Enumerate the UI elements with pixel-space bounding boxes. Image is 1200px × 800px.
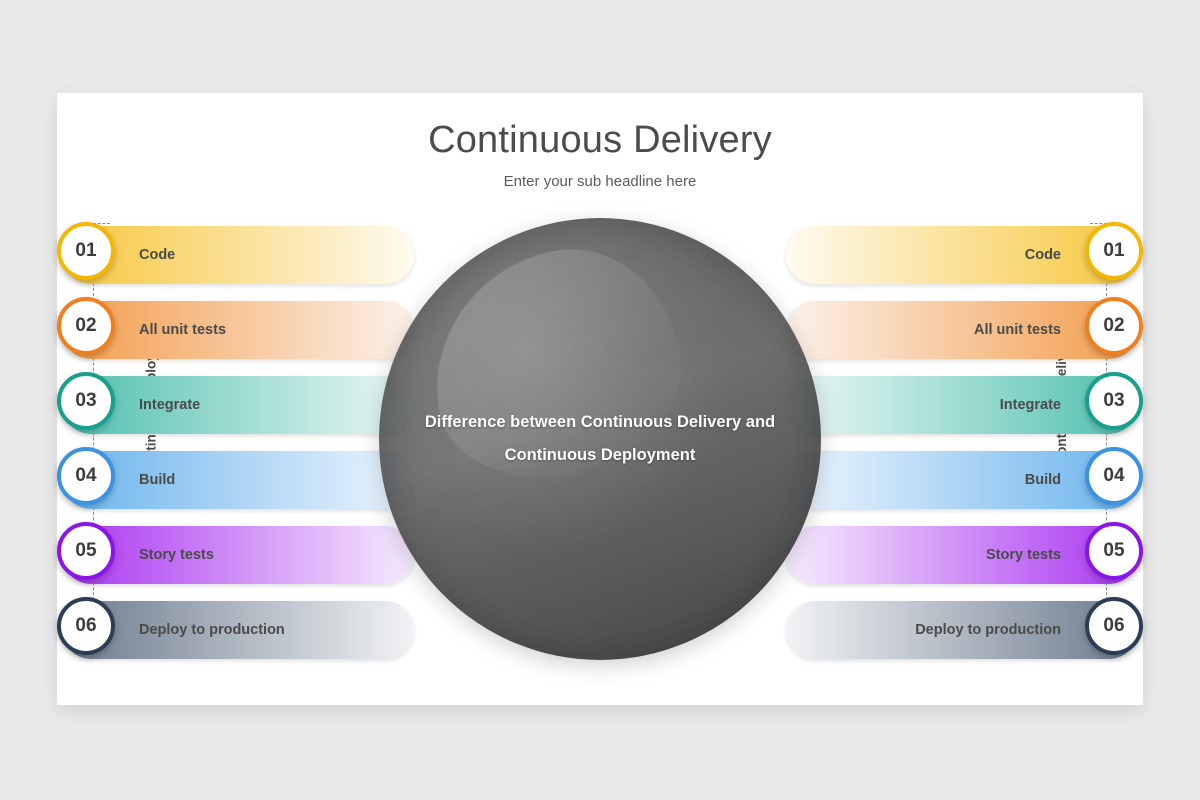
step-number-badge-right-04[interactable]: 04 (1085, 447, 1143, 505)
step-label-right-04: Build (1024, 472, 1061, 488)
step-row-left-04[interactable]: Build 04 (57, 447, 1143, 509)
step-number-badge-right-02[interactable]: 02 (1085, 297, 1143, 355)
page-subtitle: Enter your sub headline here (503, 173, 697, 190)
step-bar-right-06 (786, 601, 1138, 659)
step-number-badge-right-05[interactable]: 05 (1085, 522, 1143, 580)
step-number-badge-left-03[interactable]: 03 (57, 372, 115, 430)
step-bar-left-03 (62, 376, 414, 434)
step-label-left-06: Deploy to production (139, 622, 285, 638)
step-row-left-05[interactable]: Story tests 05 (57, 522, 1143, 584)
continuous-delivery-diagram: Continuous Deployment Continuous Deliver… (57, 93, 1143, 705)
step-row-right-04[interactable]: Build 04 (57, 447, 1143, 509)
step-row-left-06[interactable]: Deploy to production 06 (57, 597, 1143, 659)
step-bar-left-05 (62, 526, 414, 584)
step-number-badge-left-01[interactable]: 01 (57, 222, 115, 280)
step-label-left-03: Integrate (139, 397, 201, 413)
page-title: Continuous Delivery (428, 119, 772, 161)
step-label-right-05: Story tests (986, 547, 1061, 563)
step-row-right-06[interactable]: Deploy to production 06 (57, 597, 1143, 659)
step-label-left-05: Story tests (139, 547, 214, 563)
step-bar-right-05 (786, 526, 1138, 584)
step-bar-right-03 (786, 376, 1138, 434)
step-row-left-02[interactable]: All unit tests 02 (57, 297, 1143, 359)
step-row-left-01[interactable]: Code 01 (57, 222, 1143, 284)
step-row-left-03[interactable]: Integrate 03 (57, 372, 1143, 434)
slide-card: Continuous Delivery Enter your sub headl… (57, 93, 1143, 705)
step-number-badge-right-06[interactable]: 06 (1085, 597, 1143, 655)
step-bar-right-04 (786, 451, 1138, 509)
step-bar-right-01 (786, 226, 1138, 284)
step-row-right-02[interactable]: All unit tests 02 (57, 297, 1143, 359)
center-sphere-text: Difference between Continuous Delivery a… (424, 413, 776, 464)
step-number-badge-left-06[interactable]: 06 (57, 597, 115, 655)
step-row-right-05[interactable]: Story tests 05 (57, 522, 1143, 584)
step-label-left-04: Build (139, 472, 176, 488)
step-label-right-02: All unit tests (973, 322, 1061, 338)
step-row-right-03[interactable]: Integrate 03 (57, 372, 1143, 434)
step-label-left-01: Code (139, 247, 176, 263)
step-label-right-01: Code (1024, 247, 1061, 263)
step-number-badge-right-01[interactable]: 01 (1085, 222, 1143, 280)
step-number-badge-right-03[interactable]: 03 (1085, 372, 1143, 430)
step-number-badge-left-05[interactable]: 05 (57, 522, 115, 580)
step-number-badge-left-02[interactable]: 02 (57, 297, 115, 355)
center-sphere: Difference between Continuous Delivery a… (379, 218, 821, 660)
step-label-right-03: Integrate (999, 397, 1061, 413)
step-row-right-01[interactable]: Code 01 (57, 222, 1143, 284)
step-bar-left-01 (62, 226, 414, 284)
step-bar-left-06 (62, 601, 414, 659)
step-bar-left-02 (62, 301, 414, 359)
step-bar-left-04 (62, 451, 414, 509)
step-number-badge-left-04[interactable]: 04 (57, 447, 115, 505)
step-label-right-06: Deploy to production (915, 622, 1061, 638)
step-bar-right-02 (786, 301, 1138, 359)
step-label-left-02: All unit tests (139, 322, 227, 338)
